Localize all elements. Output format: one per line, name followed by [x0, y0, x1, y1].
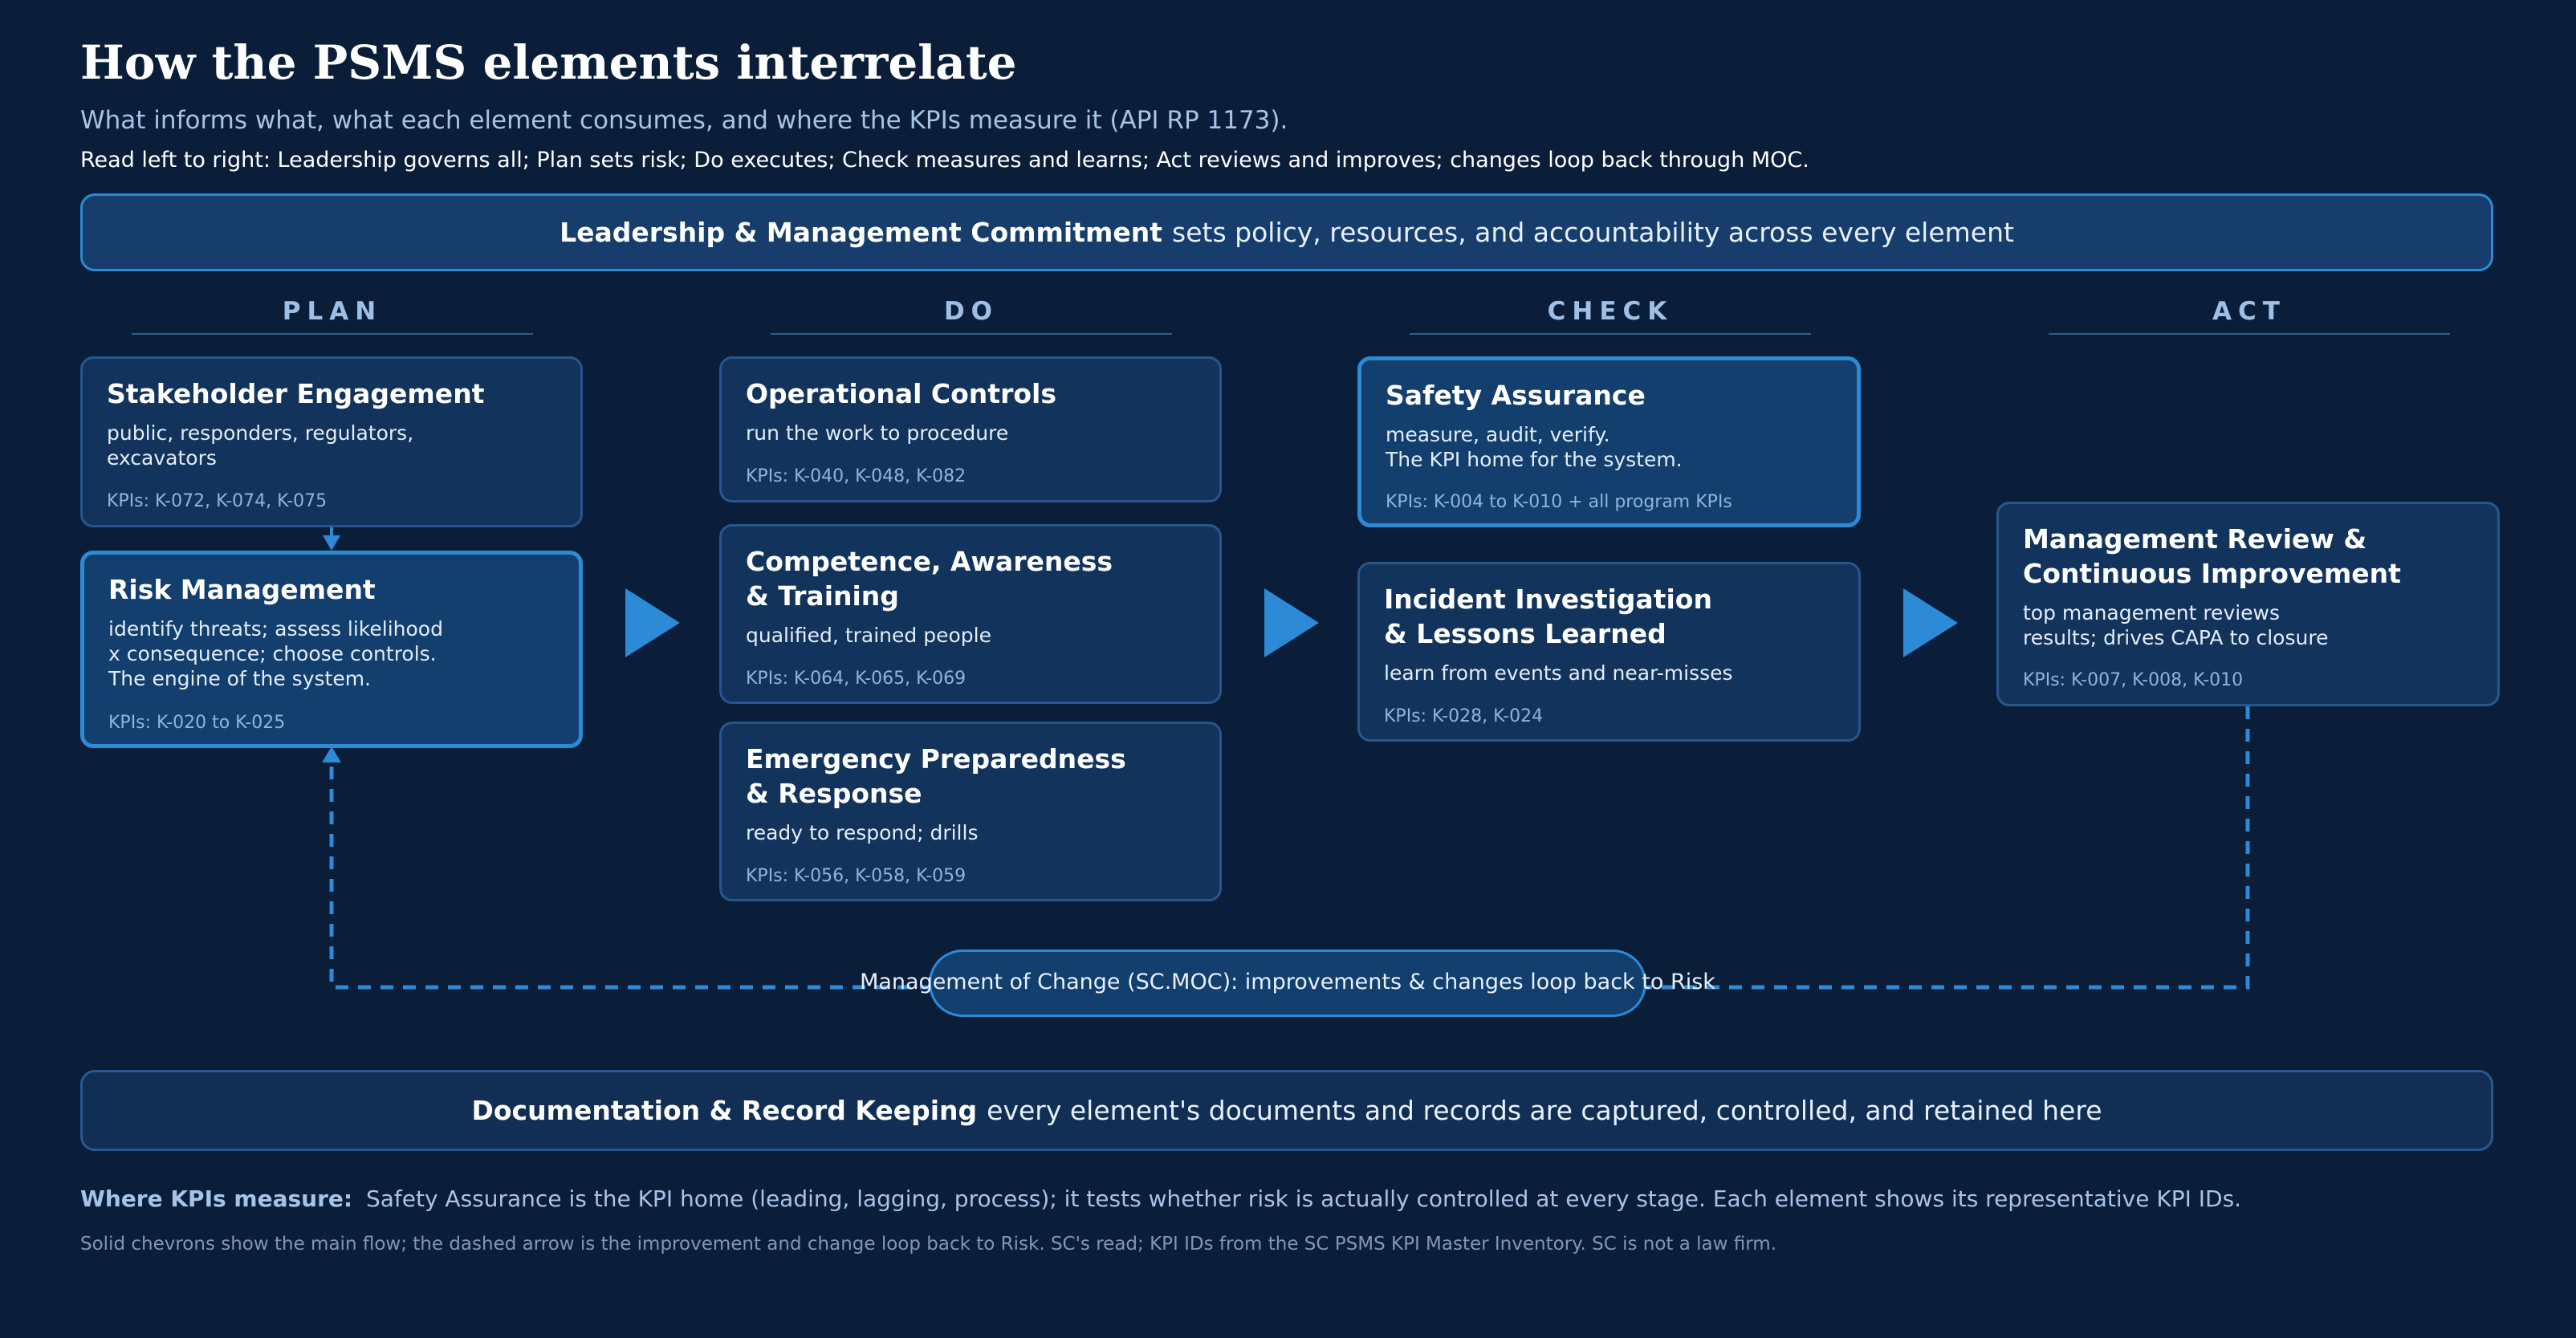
reading-instruction: Read left to right: Leadership governs a… — [80, 148, 1809, 173]
card-description: identify threats; assess likelihood x co… — [108, 617, 443, 690]
card-title: Emergency Preparedness & Response — [746, 743, 1126, 809]
card-incident-investigation: Incident Investigation & Lessons Learned… — [1357, 562, 1861, 742]
page-subtitle: What informs what, what each element con… — [80, 106, 1288, 135]
documentation-banner: Documentation & Record Keeping every ele… — [80, 1070, 2493, 1151]
card-competence-training: Competence, Awareness & Training qualifi… — [719, 524, 1222, 704]
column-header-do: DO — [943, 297, 999, 326]
card-description: public, responders, regulators, excavato… — [107, 421, 414, 470]
column-header-plan: PLAN — [282, 297, 383, 326]
card-title: Risk Management — [108, 574, 376, 605]
chevron-do-to-check — [1264, 588, 1319, 657]
card-management-review: Management Review & Continuous Improveme… — [1996, 502, 2500, 706]
kpi-note-text: Safety Assurance is the KPI home (leadin… — [365, 1185, 2242, 1212]
card-title: Safety Assurance — [1386, 380, 1646, 411]
card-title: Operational Controls — [746, 378, 1056, 409]
moc-label: Management of Change (SC.MOC): improveme… — [860, 970, 1715, 994]
column-rule-do — [771, 333, 1172, 335]
card-kpis: KPIs: K-072, K-074, K-075 — [107, 491, 328, 511]
card-kpis: KPIs: K-056, K-058, K-059 — [746, 866, 967, 886]
column-header-act: ACT — [2212, 297, 2286, 326]
card-kpis: KPIs: K-007, K-008, K-010 — [2023, 670, 2244, 690]
card-operational-controls: Operational Controls run the work to pro… — [719, 356, 1222, 502]
column-rule-check — [1410, 333, 1811, 335]
card-title: Stakeholder Engagement — [107, 378, 485, 409]
card-description: qualified, trained people — [746, 624, 991, 647]
leadership-banner-title: Leadership & Management Commitment — [560, 217, 1163, 248]
card-stakeholder-engagement: Stakeholder Engagement public, responder… — [80, 356, 583, 527]
card-title: Management Review & Continuous Improveme… — [2023, 523, 2401, 589]
column-rule-plan — [132, 333, 533, 335]
card-title: Competence, Awareness & Training — [746, 546, 1113, 612]
card-kpis: KPIs: K-020 to K-025 — [108, 713, 286, 733]
card-title: Incident Investigation & Lessons Learned — [1384, 584, 1712, 649]
footnote: Solid chevrons show the main flow; the d… — [80, 1234, 1777, 1255]
card-kpis: KPIs: K-064, K-065, K-069 — [746, 669, 967, 689]
documentation-banner-title: Documentation & Record Keeping — [471, 1095, 978, 1126]
card-kpis: KPIs: K-028, K-024 — [1384, 706, 1544, 726]
column-header-check: CHECK — [1547, 297, 1674, 326]
page-title: How the PSMS elements interrelate — [80, 35, 1017, 90]
kpi-note: Where KPIs measure: Safety Assurance is … — [80, 1185, 2241, 1212]
card-description: run the work to procedure — [746, 421, 1009, 445]
chevron-plan-to-do — [625, 588, 680, 657]
card-safety-assurance: Safety Assurance measure, audit, verify.… — [1357, 356, 1861, 527]
card-description: measure, audit, verify. The KPI home for… — [1386, 423, 1683, 471]
leadership-banner: Leadership & Management Commitment sets … — [80, 193, 2493, 271]
chevron-check-to-act — [1903, 588, 1958, 657]
moc-loop-dashed-path — [329, 706, 2250, 990]
column-rule-act — [2049, 333, 2450, 335]
card-description: top management reviews results; drives C… — [2023, 601, 2329, 649]
card-kpis: KPIs: K-040, K-048, K-082 — [746, 466, 967, 486]
card-kpis: KPIs: K-004 to K-010 + all program KPIs — [1386, 492, 1732, 512]
moc-pill — [929, 950, 1646, 1017]
card-emergency-preparedness: Emergency Preparedness & Response ready … — [719, 722, 1222, 901]
card-description: learn from events and near-misses — [1384, 661, 1733, 685]
card-description: ready to respond; drills — [746, 821, 979, 844]
documentation-banner-text: every element's documents and records ar… — [987, 1095, 2102, 1126]
stakeholder-to-risk-arrowhead — [323, 535, 340, 551]
kpi-note-label: Where KPIs measure: — [80, 1185, 353, 1212]
moc-loop-arrowhead — [322, 746, 341, 763]
leadership-banner-text: sets policy, resources, and accountabili… — [1172, 217, 2014, 248]
card-risk-management: Risk Management identify threats; assess… — [80, 551, 583, 748]
